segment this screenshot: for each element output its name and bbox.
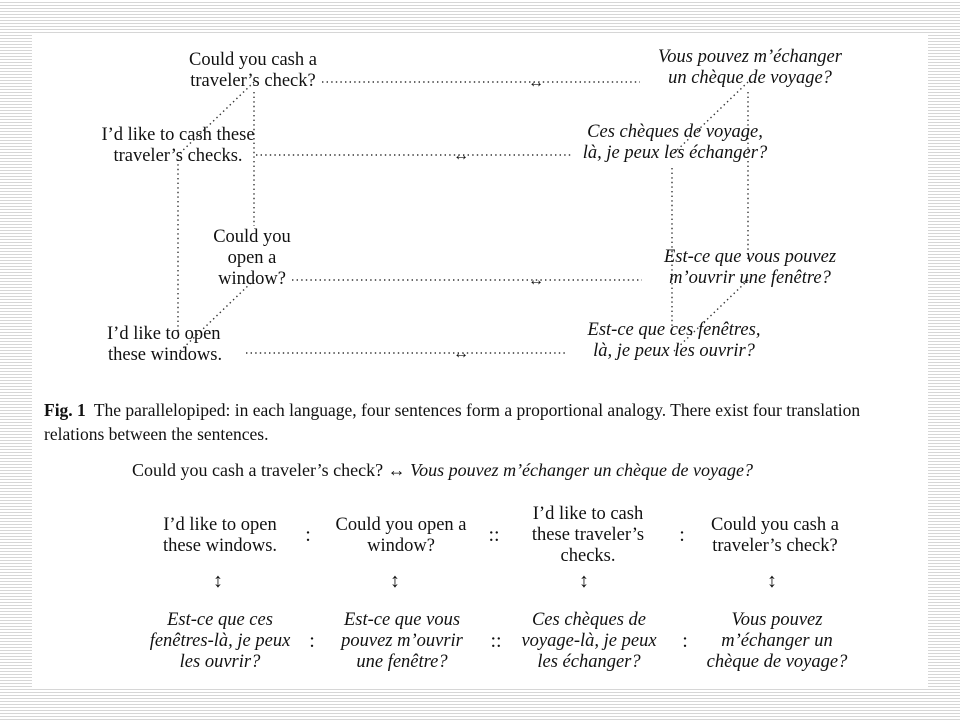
- translation-arrow-1: ↔: [528, 74, 544, 91]
- french-sentence-2: Ces chèques de voyage, là, je peux les é…: [582, 122, 768, 163]
- english-sentence-1: Could you cash a traveler’s check?: [189, 50, 317, 91]
- vertical-arrow-3: ↕: [579, 570, 589, 592]
- translation-arrow-2: ↔: [453, 147, 469, 164]
- translation-example-arrow: ↔: [387, 460, 406, 480]
- french-sentence-4: Est-ce que ces fenêtres, là, je peux les…: [587, 320, 761, 361]
- ratio-sign-french-1: :: [309, 630, 315, 652]
- french-sentence-1: Vous pouvez m’échanger un chèque de voya…: [658, 47, 842, 88]
- french-analogy-term-3: Ces chèques de voyage-là, je peux les éc…: [521, 610, 657, 672]
- vertical-arrow-4: ↕: [767, 570, 777, 592]
- french-analogy-term-2: Est-ce que vous pouvez m’ouvrir une fenê…: [341, 610, 463, 672]
- english-analogy-term-1: I’d like to open these windows.: [162, 515, 278, 556]
- translation-example-english: Could you cash a traveler’s check?: [132, 460, 384, 480]
- english-analogy-term-4: Could you cash a traveler’s check?: [711, 515, 839, 556]
- caption-text: The parallelopiped: in each language, fo…: [44, 400, 861, 444]
- ratio-sign-english-1: :: [305, 524, 311, 546]
- english-sentence-2: I’d like to cash these traveler’s checks…: [101, 125, 255, 166]
- vertical-arrow-2: ↕: [390, 570, 400, 592]
- proportion-sign-french: ::: [490, 630, 502, 652]
- translation-arrow-3: ↔: [528, 272, 544, 289]
- french-analogy-term-4: Vous pouvez m’échanger un chèque de voya…: [706, 610, 848, 672]
- english-sentence-4: I’d like to open these windows.: [107, 324, 223, 365]
- french-analogy-term-1: Est-ce que ces fenêtres-là, je peux les …: [149, 610, 291, 672]
- french-sentence-3: Est-ce que vous pouvez m’ouvrir une fenê…: [663, 247, 837, 288]
- translation-example: Could you cash a traveler’s check? ↔ Vou…: [132, 460, 872, 481]
- figure-label: Fig. 1: [44, 400, 86, 420]
- ratio-sign-english-2: :: [679, 524, 685, 546]
- english-analogy-term-2: Could you open a window?: [335, 515, 467, 556]
- english-analogy-term-3: I’d like to cash these traveler’s checks…: [531, 504, 645, 566]
- translation-arrow-4: ↔: [453, 345, 469, 362]
- english-sentence-3: Could you open a window?: [213, 227, 291, 289]
- proportion-sign-english: ::: [488, 524, 500, 546]
- translation-example-french: Vous pouvez m’échanger un chèque de voya…: [410, 460, 753, 480]
- vertical-arrow-1: ↕: [213, 570, 223, 592]
- ratio-sign-french-2: :: [682, 630, 688, 652]
